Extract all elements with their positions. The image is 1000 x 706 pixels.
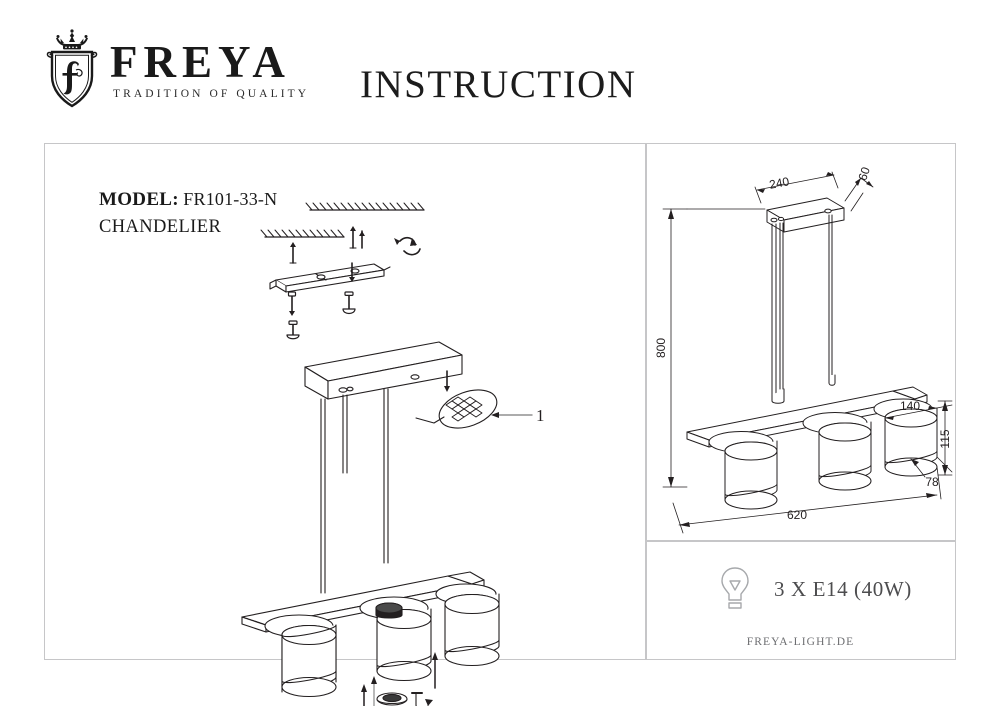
model-info: MODEL: FR101-33-N CHANDELIER: [99, 186, 277, 240]
lamp-spec-text: 3 X E14 (40W): [774, 576, 912, 601]
product-type: CHANDELIER: [99, 216, 222, 237]
shield-crown-f-icon: [46, 29, 98, 108]
brand-logo: FREYA TRADITION OF QUALITY: [42, 28, 309, 110]
dim-overall-width: 620: [787, 508, 807, 522]
brand-name: FREYA: [110, 37, 291, 87]
lamp-spec: 3 X E14 (40W): [718, 566, 912, 612]
dim-shade-height: 115: [938, 429, 952, 448]
vertical-divider: [645, 143, 647, 660]
brand-wordmark: FREYA TRADITION OF QUALITY: [110, 28, 310, 101]
footer-website: FREYA-LIGHT.DE: [746, 636, 855, 648]
brand-tagline: TRADITION OF QUALITY: [113, 88, 310, 100]
model-value: FR101-33-N: [183, 189, 278, 209]
callout-label-1: 1: [536, 406, 545, 425]
model-label: MODEL:: [99, 189, 179, 210]
page-title: INSTRUCTION: [360, 63, 637, 106]
horizontal-divider: [645, 540, 956, 542]
dim-shade-diameter: 140: [900, 399, 920, 413]
dim-canopy-depth: 60: [855, 165, 873, 182]
dim-drop-height: 800: [654, 338, 668, 358]
model-line: MODEL: FR101-33-N: [99, 186, 277, 214]
content-frame: [44, 143, 956, 660]
dim-shade-base: 78: [925, 475, 939, 489]
dimension-drawing: 240 60 800 140 115 78 620: [645, 143, 956, 540]
dim-canopy-width: 240: [768, 174, 791, 192]
page-header: FREYA TRADITION OF QUALITY INSTRUCTION: [0, 0, 1000, 130]
light-bulb-icon: [721, 567, 749, 609]
assembly-exploded-drawing: 1 2: [44, 143, 645, 706]
